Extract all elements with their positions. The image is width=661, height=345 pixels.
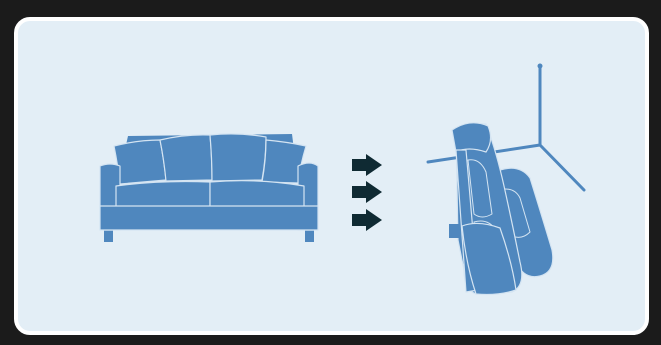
sofa-leg-right bbox=[305, 226, 314, 242]
seat-cushion-left bbox=[115, 180, 211, 208]
axis-diagonal bbox=[538, 143, 586, 192]
tilted-arm-top bbox=[451, 122, 492, 153]
tilted-sofa-leg bbox=[449, 224, 459, 238]
tilted-seat-cushion-top bbox=[467, 159, 493, 218]
tilted-arm-bottom bbox=[461, 222, 517, 296]
back-cushion-middle-left bbox=[159, 134, 213, 182]
arrow-bottom bbox=[352, 209, 382, 231]
back-cushion-middle-right bbox=[209, 133, 267, 182]
arrow-middle bbox=[352, 181, 382, 203]
sofa-leg-left bbox=[104, 226, 113, 242]
seat-cushion-right bbox=[209, 180, 305, 208]
back-cushion-left bbox=[113, 139, 167, 185]
tilted-sofa-icon bbox=[449, 122, 554, 296]
triple-right-arrow-icon bbox=[352, 154, 382, 231]
sofa-base bbox=[99, 205, 319, 231]
upright-sofa-icon bbox=[99, 133, 319, 242]
arrow-top bbox=[352, 154, 382, 176]
axis-vertical-tip bbox=[537, 63, 543, 69]
